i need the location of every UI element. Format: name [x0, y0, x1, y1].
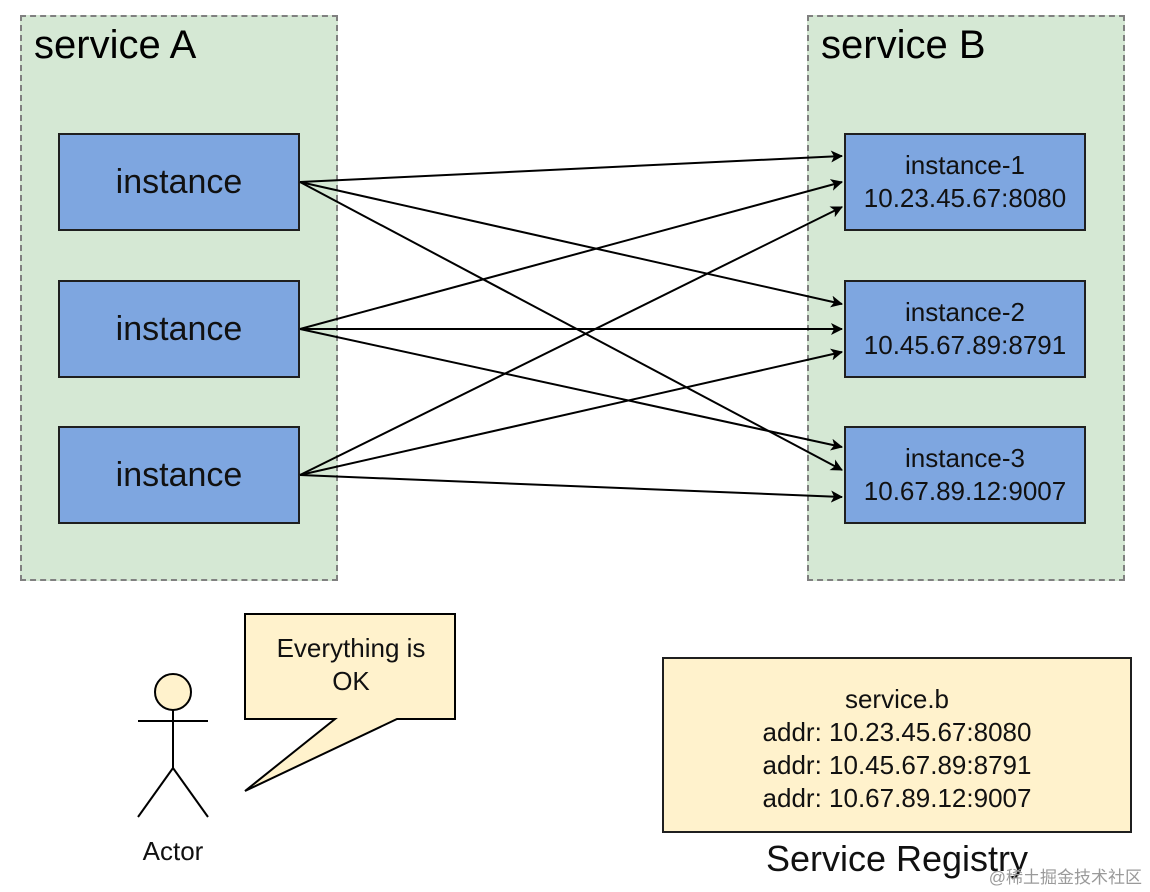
- arrow-a1-b3: [299, 181, 843, 471]
- arrow-a1-b1: [299, 150, 843, 183]
- service-a-instance-label: instance: [115, 162, 243, 201]
- instance-address: 10.23.45.67:8080: [863, 183, 1067, 213]
- service-b-instance-2[interactable]: instance-2 10.45.67.89:8791: [844, 280, 1086, 378]
- service-a-instance-3[interactable]: instance: [58, 426, 300, 524]
- instance-name: instance-2: [905, 297, 1025, 327]
- actor-label: Actor: [142, 836, 204, 866]
- registry-addr-line: addr: 10.45.67.89:8791: [762, 750, 1032, 780]
- arrow-a3-b3: [299, 474, 843, 503]
- speech-line: OK: [332, 666, 370, 696]
- actor-figure: [137, 673, 209, 818]
- instance-name: instance-3: [905, 443, 1025, 473]
- arrow-a3-b1: [299, 206, 843, 476]
- registry-addr-line: addr: 10.67.89.12:9007: [762, 783, 1032, 813]
- registry-addr-line: addr: 10.23.45.67:8080: [762, 717, 1032, 747]
- actor-head: [154, 673, 192, 711]
- arrow-a1-b2: [299, 181, 843, 308]
- speech-line: Everything is: [276, 633, 426, 663]
- arrow-a2-b1: [299, 179, 843, 330]
- registry-service-name: service.b: [844, 684, 950, 714]
- instance-name: instance-1: [905, 150, 1025, 180]
- service-a-instance-label: instance: [115, 309, 243, 348]
- service-a-instance-1[interactable]: instance: [58, 133, 300, 231]
- service-registry-box[interactable]: service.b addr: 10.23.45.67:8080 addr: 1…: [662, 657, 1132, 833]
- watermark: @稀土掘金技术社区: [988, 868, 1142, 887]
- speech-text: Everything is OK: [247, 632, 455, 698]
- service-a-instance-2[interactable]: instance: [58, 280, 300, 378]
- instance-address: 10.45.67.89:8791: [863, 330, 1067, 360]
- speech-callout: [244, 613, 456, 792]
- service-registry-label: Service Registry: [765, 838, 1029, 879]
- service-b-instance-1[interactable]: instance-1 10.23.45.67:8080: [844, 133, 1086, 231]
- arrow-a2-b3: [299, 328, 843, 451]
- service-b-title: service B: [821, 23, 986, 67]
- instance-address: 10.67.89.12:9007: [863, 476, 1067, 506]
- arrow-a3-b2: [299, 348, 843, 476]
- service-b-instance-3[interactable]: instance-3 10.67.89.12:9007: [844, 426, 1086, 524]
- service-a-instance-label: instance: [115, 455, 243, 494]
- service-a-title: service A: [34, 23, 197, 67]
